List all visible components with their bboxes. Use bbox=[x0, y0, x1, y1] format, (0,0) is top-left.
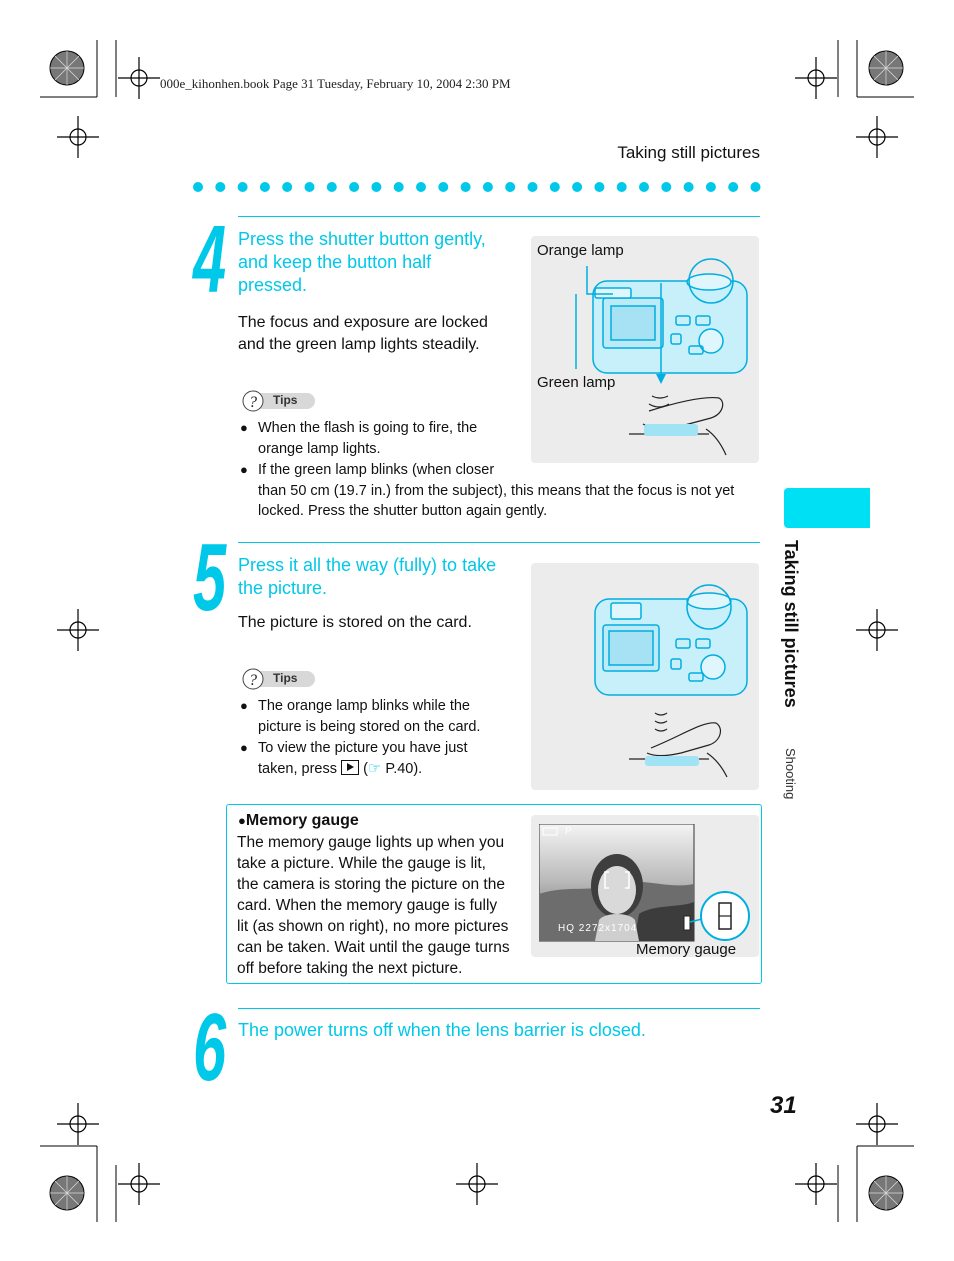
svg-text:?: ? bbox=[249, 672, 257, 689]
divider-dot bbox=[616, 182, 627, 192]
divider-dot bbox=[549, 182, 560, 192]
book-info-line: 000e_kihonhen.book Page 31 Tuesday, Febr… bbox=[160, 76, 511, 91]
side-tab bbox=[784, 488, 870, 528]
step4-tips-badge: ? Tips bbox=[241, 388, 315, 417]
play-button-icon bbox=[341, 759, 360, 775]
side-chapter-label: Shooting bbox=[783, 748, 798, 800]
divider-dot bbox=[416, 182, 426, 192]
memory-gauge-box bbox=[226, 804, 762, 984]
divider-dot bbox=[639, 182, 649, 192]
step4-camera-figure: Orange lamp Green lamp bbox=[531, 236, 759, 463]
step5-tip-1: ● The orange lamp blinks while the pictu… bbox=[240, 698, 481, 735]
divider-dot bbox=[371, 182, 382, 192]
divider-dot bbox=[683, 182, 694, 192]
memory-gauge-title: ●Memory gauge bbox=[238, 812, 359, 829]
divider-dot bbox=[304, 182, 315, 192]
step5-tips-badge: ? Tips bbox=[241, 666, 315, 695]
divider-dot bbox=[661, 182, 672, 192]
camera-half-press-illustration bbox=[575, 258, 748, 456]
page-number: 31 bbox=[770, 1092, 797, 1119]
divider-dot bbox=[460, 182, 471, 192]
divider-dot bbox=[750, 182, 761, 192]
side-section-title: Taking still pictures bbox=[781, 540, 801, 708]
step5-heading: Press it all the way (fully) to take the… bbox=[238, 555, 497, 598]
dot-divider bbox=[193, 182, 761, 192]
divider-dot bbox=[193, 182, 203, 192]
step5-number: 5 bbox=[193, 524, 227, 631]
tips-icon: ? bbox=[242, 668, 315, 690]
lcd-resolution-info: HQ 2272x1704 bbox=[558, 923, 638, 934]
step4-rule bbox=[238, 216, 760, 217]
divider-dot bbox=[572, 182, 583, 192]
memory-gauge-label: Memory gauge bbox=[636, 941, 737, 957]
step5-body: The picture is stored on the card. bbox=[238, 614, 472, 631]
step4-number: 4 bbox=[193, 206, 227, 313]
step4-body: The focus and exposure are locked and th… bbox=[238, 314, 488, 353]
page-reference-icon: ☞ bbox=[367, 759, 382, 777]
step4-tip-2: ● If the green lamp blinks (when closer … bbox=[240, 462, 735, 519]
divider-dot bbox=[393, 182, 404, 192]
divider-dot bbox=[505, 182, 516, 192]
lcd-mode-indicator: P bbox=[565, 826, 572, 837]
orange-lamp-label: Orange lamp bbox=[537, 242, 624, 259]
divider-dot bbox=[349, 182, 360, 192]
divider-dot bbox=[527, 182, 538, 192]
step6-rule bbox=[238, 1008, 760, 1009]
divider-dot bbox=[237, 182, 248, 192]
divider-dot bbox=[282, 182, 293, 192]
divider-dot bbox=[482, 182, 493, 192]
divider-dot bbox=[326, 182, 337, 192]
camera-full-press-illustration bbox=[594, 584, 748, 778]
section-title: Taking still pictures bbox=[617, 143, 760, 162]
divider-dot bbox=[259, 182, 270, 192]
divider-dot bbox=[438, 182, 449, 192]
tips-icon: ? bbox=[242, 390, 315, 412]
step4-heading: Press the shutter button gently, and kee… bbox=[238, 229, 486, 295]
divider-dot bbox=[215, 182, 226, 192]
step5-tip-2: ● To view the picture you have just take… bbox=[240, 740, 468, 777]
divider-dot bbox=[728, 182, 739, 192]
lcd-screen-photo bbox=[539, 824, 750, 942]
step6-number: 6 bbox=[193, 994, 227, 1101]
step5-rule bbox=[238, 542, 760, 543]
step6-heading: The power turns off when the lens barrie… bbox=[238, 1020, 646, 1040]
memory-gauge-body: The memory gauge lights up when you take… bbox=[237, 834, 510, 977]
divider-dot bbox=[594, 182, 605, 192]
divider-dot bbox=[705, 182, 716, 192]
green-lamp-label: Green lamp bbox=[537, 374, 616, 391]
memory-gauge-figure: P HQ 2272x1704 Memory gauge bbox=[531, 815, 759, 957]
svg-text:?: ? bbox=[249, 394, 257, 411]
step5-camera-figure bbox=[531, 563, 759, 790]
step4-tip-1: ● When the flash is going to fire, the o… bbox=[240, 420, 478, 457]
